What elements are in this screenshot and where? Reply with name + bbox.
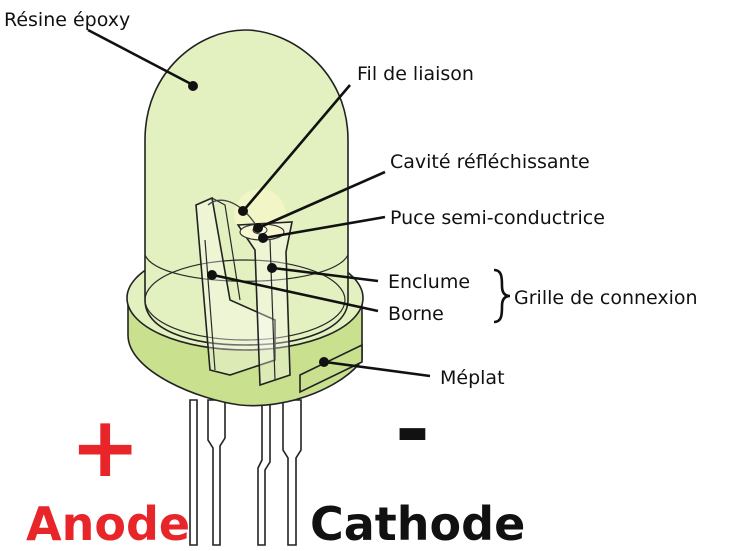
label-anvil: Enclume (388, 271, 470, 293)
anode-label: Anode (26, 497, 190, 551)
label-flat: Méplat (440, 367, 505, 389)
anode-sign: + (70, 398, 140, 496)
cathode-sign: - (395, 380, 430, 478)
anode-lead (189, 399, 198, 546)
cathode-lead-back (282, 399, 302, 546)
lead-frame-brace (493, 268, 511, 324)
anvil (236, 221, 293, 387)
cathode-lead (257, 399, 271, 546)
post (195, 196, 276, 376)
label-chip: Puce semi-conductrice (390, 207, 605, 229)
bond-wire (207, 199, 259, 229)
label-reflective-cavity: Cavité réfléchissante (390, 151, 590, 173)
flat-side (299, 343, 363, 394)
anode-lead-bend (207, 399, 226, 546)
label-epoxy: Résine époxy (4, 9, 130, 31)
cathode-label: Cathode (310, 497, 525, 551)
label-bond-wire: Fil de liaison (357, 63, 474, 85)
leads (189, 399, 302, 546)
leader-lines (87, 28, 431, 378)
label-lead-frame: Grille de connexion (514, 287, 698, 309)
label-post: Borne (388, 303, 444, 325)
